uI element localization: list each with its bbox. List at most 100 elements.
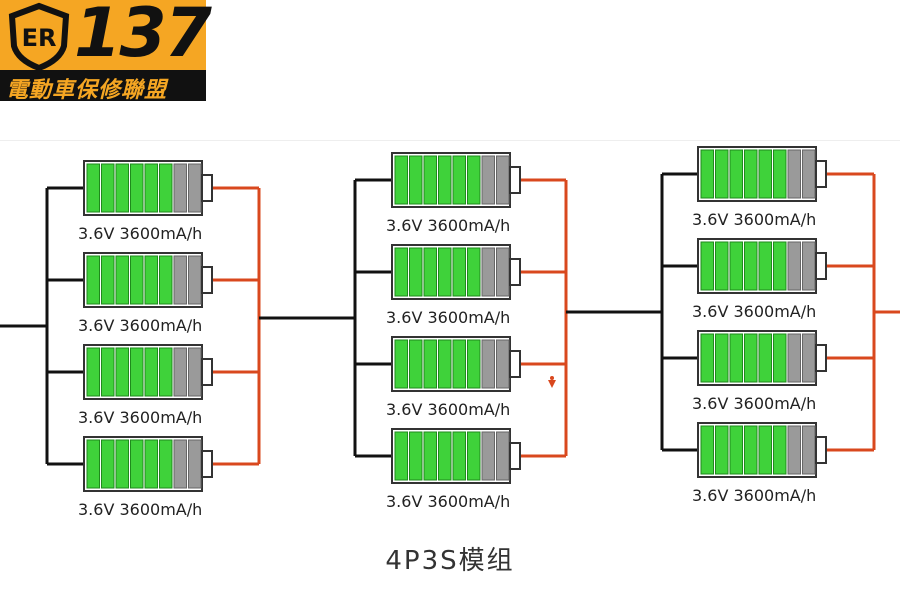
- logo-mark: ER: [22, 24, 57, 52]
- empty-segment: [802, 149, 816, 199]
- cell-label: 3.6V 3600mA/h: [78, 316, 202, 335]
- battery-cell: 3.6V 3600mA/h: [386, 244, 521, 327]
- empty-segment: [802, 425, 816, 475]
- battery-cells: 3.6V 3600mA/h 3.6V 3600mA/h 3.6V 3600mA/h 3…: [78, 146, 827, 519]
- empty-segment: [173, 163, 187, 213]
- charge-segment: [715, 241, 729, 291]
- charge-segment: [409, 339, 423, 389]
- charge-segment: [700, 333, 714, 383]
- battery-cell: 3.6V 3600mA/h: [692, 238, 827, 321]
- empty-segment: [496, 155, 510, 205]
- charge-segment: [729, 149, 743, 199]
- charge-segment: [86, 255, 100, 305]
- battery-cell: 3.6V 3600mA/h: [692, 146, 827, 229]
- charge-segment: [423, 247, 437, 297]
- charge-segment: [159, 347, 173, 397]
- charge-segment: [86, 347, 100, 397]
- charge-segment: [438, 247, 452, 297]
- charge-segment: [159, 439, 173, 489]
- charge-segment: [438, 431, 452, 481]
- wiring: [0, 172, 900, 466]
- battery-cell: 3.6V 3600mA/h: [78, 252, 213, 335]
- battery-cell: 3.6V 3600mA/h: [78, 436, 213, 519]
- charge-segment: [130, 255, 144, 305]
- cell-terminal: [815, 436, 827, 464]
- charge-segment: [773, 333, 787, 383]
- charge-segment: [115, 163, 129, 213]
- charge-segment: [423, 155, 437, 205]
- charge-segment: [130, 163, 144, 213]
- cell-terminal: [201, 358, 213, 386]
- charge-segment: [467, 431, 481, 481]
- charge-segment: [101, 255, 115, 305]
- charge-segment: [101, 163, 115, 213]
- cell-label: 3.6V 3600mA/h: [692, 486, 816, 505]
- charge-segment: [700, 425, 714, 475]
- charge-segment: [101, 347, 115, 397]
- charge-segment: [729, 241, 743, 291]
- cell-label: 3.6V 3600mA/h: [78, 224, 202, 243]
- cell-terminal: [509, 350, 521, 378]
- charge-segment: [715, 149, 729, 199]
- module-caption: 4P3S模组: [385, 546, 515, 576]
- charge-segment: [144, 347, 158, 397]
- charge-segment: [438, 155, 452, 205]
- charge-segment: [700, 149, 714, 199]
- cell-label: 3.6V 3600mA/h: [692, 210, 816, 229]
- charge-segment: [758, 149, 772, 199]
- charge-segment: [394, 431, 408, 481]
- battery-cell: 3.6V 3600mA/h: [692, 422, 827, 505]
- charge-segment: [729, 333, 743, 383]
- empty-segment: [188, 255, 202, 305]
- shield-icon: ER: [8, 2, 70, 72]
- charge-segment: [467, 155, 481, 205]
- charge-segment: [409, 155, 423, 205]
- charge-segment: [744, 333, 758, 383]
- empty-segment: [802, 241, 816, 291]
- cell-terminal: [509, 166, 521, 194]
- cell-terminal: [815, 344, 827, 372]
- empty-segment: [481, 155, 495, 205]
- divider: [0, 140, 900, 141]
- charge-segment: [744, 241, 758, 291]
- charge-segment: [423, 339, 437, 389]
- empty-segment: [188, 163, 202, 213]
- cell-label: 3.6V 3600mA/h: [78, 500, 202, 519]
- charge-segment: [86, 163, 100, 213]
- cell-terminal: [201, 266, 213, 294]
- empty-segment: [481, 339, 495, 389]
- charge-segment: [715, 333, 729, 383]
- charge-segment: [423, 431, 437, 481]
- empty-segment: [496, 339, 510, 389]
- charge-segment: [144, 439, 158, 489]
- charge-segment: [438, 339, 452, 389]
- cell-label: 3.6V 3600mA/h: [386, 400, 510, 419]
- empty-segment: [188, 347, 202, 397]
- charge-segment: [144, 163, 158, 213]
- battery-cell: 3.6V 3600mA/h: [78, 160, 213, 243]
- empty-segment: [481, 247, 495, 297]
- charge-segment: [467, 247, 481, 297]
- empty-segment: [173, 255, 187, 305]
- charge-segment: [409, 431, 423, 481]
- charge-segment: [101, 439, 115, 489]
- cell-terminal: [509, 258, 521, 286]
- probe-marker: [548, 376, 556, 388]
- empty-segment: [496, 431, 510, 481]
- cell-terminal: [815, 252, 827, 280]
- charge-segment: [394, 339, 408, 389]
- battery-cell: 3.6V 3600mA/h: [692, 330, 827, 413]
- charge-segment: [115, 347, 129, 397]
- charge-segment: [744, 149, 758, 199]
- empty-segment: [173, 439, 187, 489]
- empty-segment: [188, 439, 202, 489]
- charge-segment: [773, 241, 787, 291]
- empty-segment: [496, 247, 510, 297]
- charge-segment: [130, 347, 144, 397]
- charge-segment: [452, 247, 466, 297]
- empty-segment: [787, 149, 801, 199]
- charge-segment: [773, 425, 787, 475]
- charge-segment: [144, 255, 158, 305]
- battery-cell: 3.6V 3600mA/h: [78, 344, 213, 427]
- cell-label: 3.6V 3600mA/h: [386, 492, 510, 511]
